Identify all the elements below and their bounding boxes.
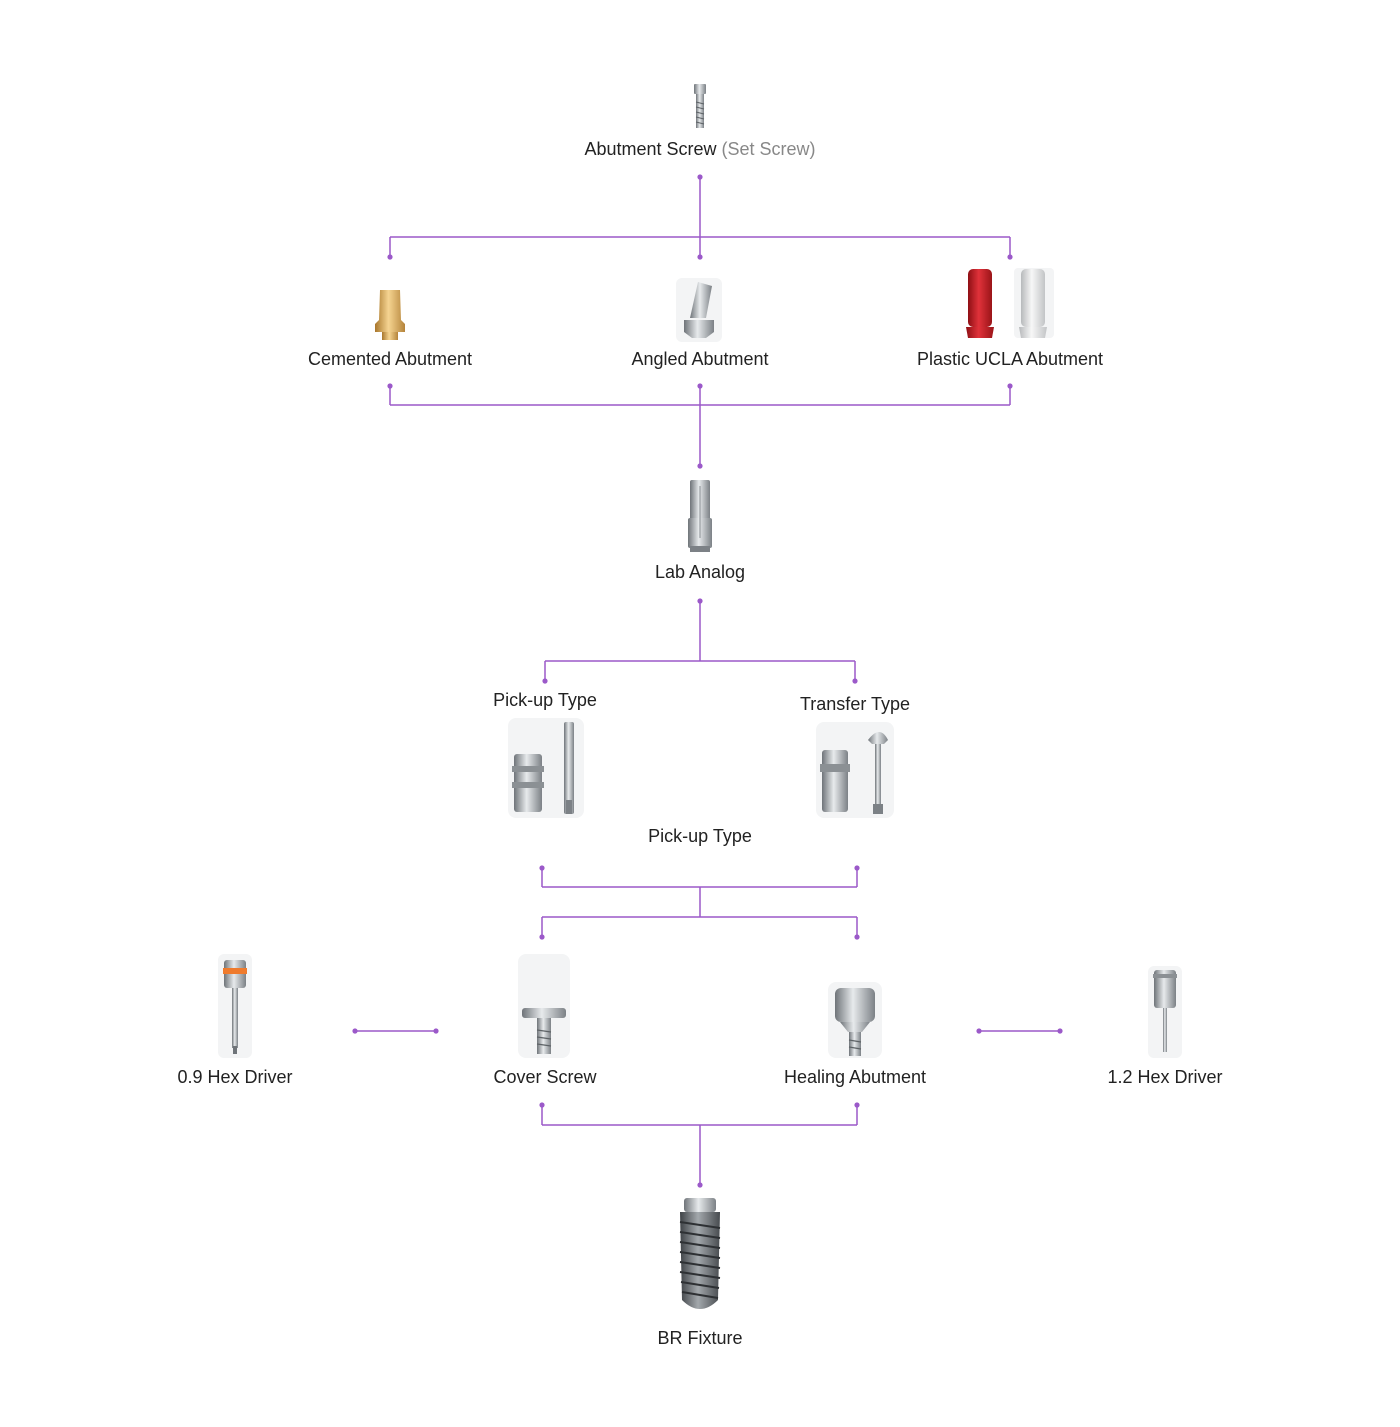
connector-dot [697, 383, 703, 389]
connector-dot [387, 254, 393, 260]
connector-dot [542, 678, 548, 684]
cemented-abutment-icon [370, 286, 410, 342]
plastic-ucla-abutment-icon [964, 266, 1056, 340]
connector-dot [539, 934, 545, 940]
connector-dot [697, 1182, 703, 1188]
connector-dot [1057, 1028, 1063, 1034]
connector-dot [352, 1028, 358, 1034]
pickup-type-label: Pick-up Type [493, 690, 597, 710]
connector-dot [697, 598, 703, 604]
connector-dot [387, 383, 393, 389]
hex-driver-09-label: 0.9 Hex Driver [177, 1067, 293, 1087]
transfer-type-label: Transfer Type [799, 694, 911, 714]
abutment-screw-sublabel: (Set Screw) [721, 139, 816, 159]
connector-dot [697, 254, 703, 260]
connector-dot [1007, 383, 1013, 389]
connector-dot [852, 678, 858, 684]
implant-fixture-icon [674, 1196, 726, 1320]
br-fixture-label: BR Fixture [657, 1328, 743, 1348]
connector-dot [854, 934, 860, 940]
healing-abutment-icon [828, 982, 882, 1058]
connector-dot [539, 865, 545, 871]
transfer-coping-icon [816, 722, 894, 818]
plastic-ucla-abutment-label: Plastic UCLA Abutment [916, 349, 1104, 369]
hex-driver-icon [218, 954, 252, 1058]
connector-dot [854, 1102, 860, 1108]
pickup-type-caption: Pick-up Type [648, 826, 752, 846]
connector-dot [854, 865, 860, 871]
cemented-abutment-label: Cemented Abutment [307, 349, 473, 369]
cover-screw-icon [518, 954, 570, 1058]
hex-driver-12-label: 1.2 Hex Driver [1107, 1067, 1223, 1087]
connector-dot [539, 1102, 545, 1108]
hex-driver-icon [1148, 966, 1182, 1058]
angled-abutment-icon [676, 278, 722, 342]
cover-screw-label: Cover Screw [493, 1067, 597, 1087]
connector-dot [697, 174, 703, 180]
connector-dot [697, 463, 703, 469]
connector-dot [433, 1028, 439, 1034]
abutment-screw-icon [688, 82, 712, 130]
connector-dot [1007, 254, 1013, 260]
connector-dot [976, 1028, 982, 1034]
lab-analog-label: Lab Analog [654, 562, 746, 582]
abutment-screw-label: Abutment Screw (Set Screw) [584, 139, 816, 159]
pickup-coping-icon [508, 718, 584, 818]
healing-abutment-label: Healing Abutment [783, 1067, 927, 1087]
angled-abutment-label: Angled Abutment [631, 349, 769, 369]
lab-analog-icon [684, 478, 716, 554]
